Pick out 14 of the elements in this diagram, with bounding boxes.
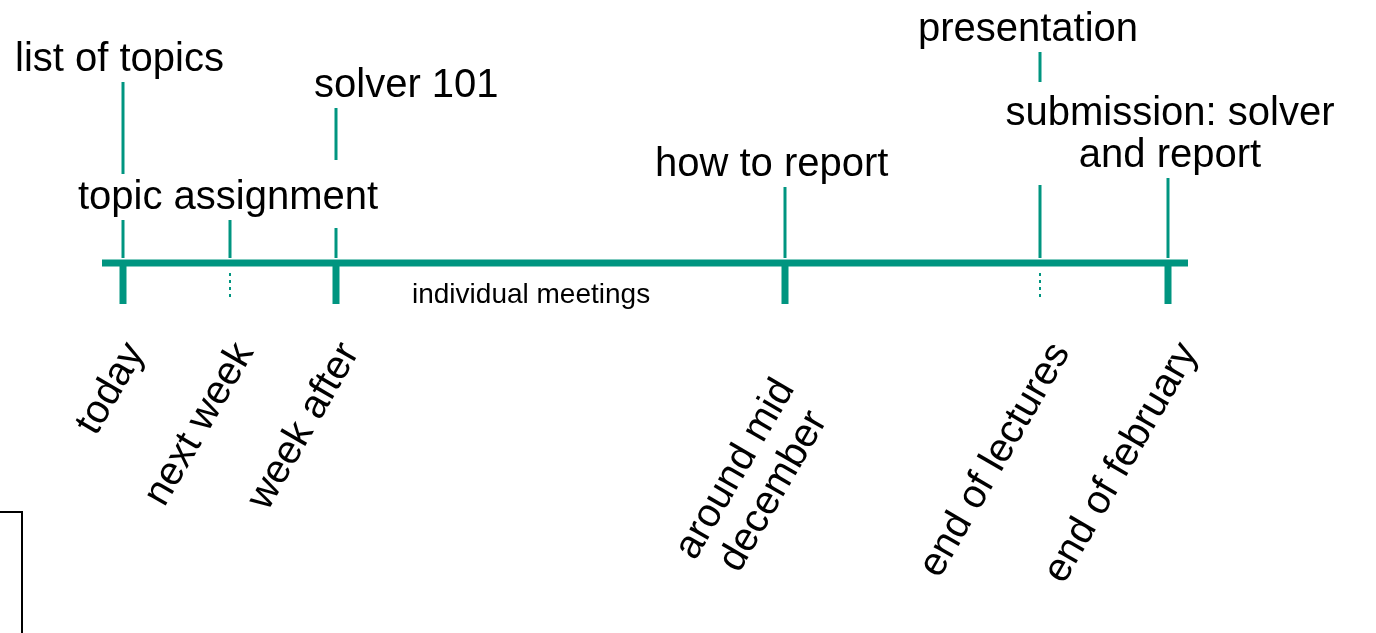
leader-line bbox=[228, 220, 232, 258]
leader-line bbox=[121, 82, 125, 174]
event-label: solver 101 bbox=[314, 62, 499, 104]
leader-line bbox=[121, 220, 125, 258]
leader-line bbox=[1038, 50, 1042, 260]
event-label: presentation bbox=[893, 6, 1163, 48]
event-label: topic assignment bbox=[78, 174, 379, 216]
leader-line bbox=[334, 106, 338, 260]
leader-line bbox=[783, 187, 787, 258]
period-label: individual meetings bbox=[412, 278, 651, 310]
event-label: submission: solver and report bbox=[1005, 90, 1335, 174]
event-label: how to report bbox=[655, 141, 889, 183]
event-label: list of topics bbox=[15, 36, 224, 78]
leader-line bbox=[1166, 178, 1170, 258]
